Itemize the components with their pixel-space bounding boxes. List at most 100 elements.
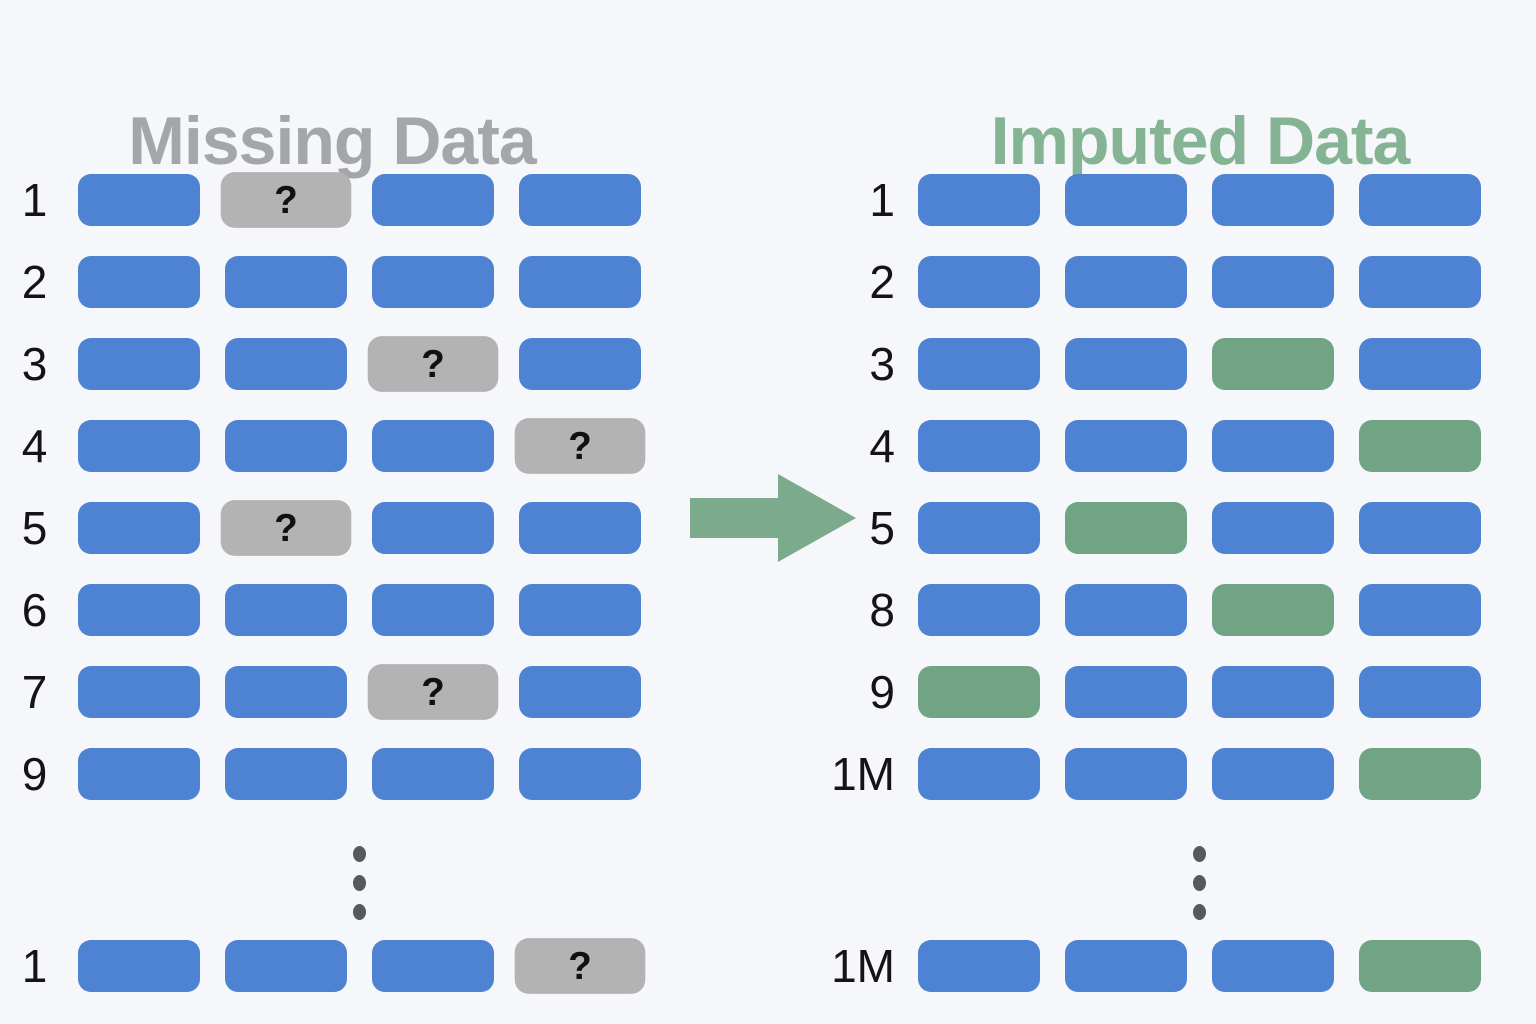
observed-data-cell [1065, 256, 1187, 308]
observed-data-cell [78, 420, 200, 472]
row-label: 2 [869, 256, 895, 308]
observed-data-cell [1212, 502, 1334, 554]
observed-data-cell [519, 584, 641, 636]
ellipsis-dot [1193, 904, 1206, 920]
observed-data-cell [78, 666, 200, 718]
observed-data-cell [1212, 940, 1334, 992]
observed-data-cell [78, 940, 200, 992]
data-row: 7? [16, 664, 641, 720]
observed-data-cell [372, 584, 494, 636]
data-row: 9 [830, 666, 1481, 718]
data-row: 8 [830, 584, 1481, 636]
observed-data-cell [225, 338, 347, 390]
row-label: 1 [21, 940, 48, 992]
arrow-right-icon [690, 474, 856, 562]
observed-data-cell [1359, 338, 1481, 390]
observed-data-cell [1065, 748, 1187, 800]
row-label: 9 [869, 666, 895, 718]
observed-data-cell [1212, 666, 1334, 718]
row-label: 6 [21, 584, 48, 636]
observed-data-cell [78, 502, 200, 554]
row-label: 1M [831, 940, 895, 992]
data-row: 3 [830, 338, 1481, 390]
row-label: 8 [869, 584, 895, 636]
row-label: 4 [21, 420, 48, 472]
row-label: 9 [21, 748, 48, 800]
imputed-data-cell [1359, 940, 1481, 992]
observed-data-cell [1359, 666, 1481, 718]
observed-data-cell [1359, 174, 1481, 226]
observed-data-cell [78, 748, 200, 800]
observed-data-cell [918, 748, 1040, 800]
observed-data-cell [372, 420, 494, 472]
observed-data-cell [519, 666, 641, 718]
ellipsis-dots [1193, 846, 1206, 920]
observed-data-cell [225, 940, 347, 992]
missing-data-cell: ? [220, 500, 352, 556]
observed-data-cell [225, 748, 347, 800]
data-row: 2 [830, 256, 1481, 308]
row-label: 7 [21, 666, 48, 718]
observed-data-cell [1359, 502, 1481, 554]
row-label: 3 [869, 338, 895, 390]
observed-data-cell [225, 584, 347, 636]
observed-data-cell [519, 748, 641, 800]
row-label: 4 [869, 420, 895, 472]
missing-data-title: Missing Data [128, 102, 536, 179]
missing-data-bottom-row: 1? [16, 938, 646, 994]
observed-data-cell [519, 256, 641, 308]
missing-data-cell: ? [514, 938, 646, 994]
observed-data-cell [1212, 174, 1334, 226]
ellipsis-dot [353, 904, 366, 920]
data-row: 9 [16, 748, 641, 800]
observed-data-cell [519, 502, 641, 554]
observed-data-cell [918, 584, 1040, 636]
row-label: 1 [869, 174, 895, 226]
imputed-data-cell [1212, 584, 1334, 636]
observed-data-cell [372, 940, 494, 992]
observed-data-cell [1065, 940, 1187, 992]
observed-data-cell [918, 256, 1040, 308]
data-row: 1 [830, 174, 1481, 226]
ellipsis-dot [1193, 846, 1206, 862]
ellipsis-dot [353, 846, 366, 862]
observed-data-cell [225, 666, 347, 718]
missing-data-cell: ? [514, 418, 646, 474]
ellipsis-dot [353, 875, 366, 891]
observed-data-cell [372, 748, 494, 800]
data-row: 6 [16, 584, 641, 636]
missing-data-cell: ? [220, 172, 352, 228]
observed-data-cell [918, 502, 1040, 554]
data-row: 1? [16, 172, 641, 228]
observed-data-cell [918, 338, 1040, 390]
observed-data-cell [519, 174, 641, 226]
observed-data-cell [1212, 256, 1334, 308]
observed-data-cell [519, 338, 641, 390]
row-label: 3 [21, 338, 48, 390]
observed-data-cell [1212, 420, 1334, 472]
observed-data-cell [1212, 748, 1334, 800]
row-label: 1M [831, 748, 895, 800]
imputed-data-bottom-row: 1M [830, 940, 1481, 992]
question-mark: ? [421, 669, 445, 714]
observed-data-cell [1065, 666, 1187, 718]
data-row: 4? [16, 418, 646, 474]
imputed-data-cell [1359, 748, 1481, 800]
imputed-data-cell [1065, 502, 1187, 554]
data-row: 5? [16, 500, 641, 556]
data-row: 1M [830, 940, 1481, 992]
observed-data-cell [1359, 256, 1481, 308]
observed-data-cell [372, 502, 494, 554]
row-label: 2 [21, 256, 48, 308]
observed-data-cell [918, 940, 1040, 992]
observed-data-cell [78, 256, 200, 308]
imputed-data-cell [1212, 338, 1334, 390]
observed-data-cell [372, 256, 494, 308]
imputed-data-cell [918, 666, 1040, 718]
data-row: 3? [16, 336, 641, 392]
observed-data-cell [918, 420, 1040, 472]
data-row: 4 [830, 420, 1481, 472]
